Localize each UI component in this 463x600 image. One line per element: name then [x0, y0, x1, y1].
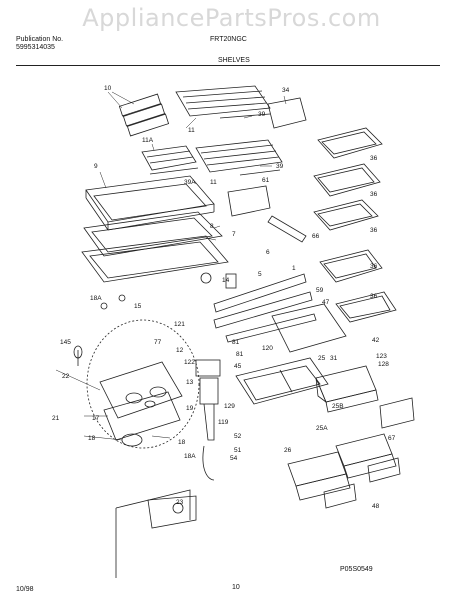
callout-label: 52 — [234, 433, 242, 440]
callout-label: 9 — [94, 163, 98, 170]
callout-label: 36 — [370, 155, 378, 162]
callout-label: 45 — [234, 363, 242, 370]
callout-label: 25A — [316, 425, 328, 432]
callout-label: 18 — [88, 435, 96, 442]
callout-label: 119 — [218, 419, 229, 426]
model-number: FRT20NGC — [210, 36, 247, 43]
callout-label: 59 — [316, 287, 324, 294]
callout-label: 61 — [262, 177, 270, 184]
callout-label: 11 — [210, 179, 217, 186]
glass-shelves-36 — [313, 127, 397, 323]
crisper-drawer-31 — [315, 365, 379, 413]
callout-label: 81 — [236, 351, 244, 358]
drawer-front-67 — [379, 397, 415, 429]
callout-label: 36 — [370, 227, 378, 234]
shelf-rail-bundle — [118, 93, 170, 137]
header-rule — [16, 65, 440, 66]
callout-label: 17 — [92, 415, 100, 422]
callout-label: 8 — [210, 223, 214, 230]
crisper-drawer-26 — [287, 433, 397, 501]
publication-number: 5995314035 — [16, 44, 55, 51]
callout-label: 120 — [262, 345, 273, 352]
crisper-rails — [213, 273, 317, 343]
callout-label: 25B — [332, 403, 344, 410]
callout-label: 122 — [184, 359, 195, 366]
figure-code: P05S0549 — [340, 566, 373, 573]
callout-label: 81 — [232, 339, 240, 346]
watermark: AppliancePartsPros.com — [82, 4, 381, 32]
callout-label: 39A — [184, 179, 196, 186]
crisper-frame — [235, 357, 329, 405]
callout-label: 1 — [292, 265, 296, 272]
footer-page: 10 — [232, 584, 240, 591]
control-part-15 — [118, 294, 126, 302]
publication-label: Publication No. — [16, 36, 64, 43]
callout-label: 11 — [188, 127, 195, 134]
callout-label: 123 — [376, 353, 387, 360]
door-bin-34 — [267, 97, 307, 129]
callout-label: 34 — [282, 87, 290, 94]
callout-label: 51 — [234, 447, 242, 454]
callout-label: 23 — [176, 499, 184, 506]
callout-label: 26 — [284, 447, 292, 454]
callout-label: 66 — [312, 233, 320, 240]
callout-label: 11A — [142, 137, 154, 144]
callout-label: 10 — [104, 85, 112, 92]
callout-label: 15 — [134, 303, 142, 310]
callout-label: 128 — [378, 361, 389, 368]
wire-shelf-11a — [141, 145, 199, 175]
callout-label: 22 — [62, 373, 70, 380]
callout-label: 77 — [154, 339, 162, 346]
wire-shelf-lower — [195, 139, 283, 176]
callout-label: 39 — [258, 111, 266, 118]
callout-label: 19 — [186, 405, 194, 412]
callout-label: 31 — [330, 355, 338, 362]
callout-label: 54 — [230, 455, 238, 462]
footer-date: 10/98 — [16, 586, 34, 593]
callout-label: 48 — [372, 503, 380, 510]
callout-label: 42 — [372, 337, 380, 344]
wire-shelf-upper — [175, 85, 271, 119]
callout-label: 129 — [224, 403, 235, 410]
control-part-18a — [100, 302, 108, 310]
callout-label: 145 — [60, 339, 71, 346]
callout-label: 121 — [174, 321, 185, 328]
callout-label: 36 — [370, 191, 378, 198]
callout-label: 12 — [176, 347, 184, 354]
section-title: SHELVES — [218, 57, 250, 64]
control-knob-14 — [200, 272, 212, 284]
callout-label: 25 — [318, 355, 326, 362]
shelf-bracket-61 — [227, 185, 271, 217]
control-assembly — [73, 319, 200, 449]
base-hinge-23 — [115, 489, 197, 578]
freezer-shelf-7 — [81, 235, 229, 283]
callout-label: 67 — [388, 435, 396, 442]
drawer-front-48b — [367, 457, 401, 483]
callout-label: 21 — [52, 415, 60, 422]
freezer-shelf-8 — [83, 211, 223, 257]
callout-label: 7 — [232, 231, 236, 238]
freezer-shelf-9 — [85, 175, 215, 231]
callout-label: 39 — [276, 163, 284, 170]
callout-label: 18 — [178, 439, 186, 446]
callout-label: 13 — [186, 379, 194, 386]
callout-label: 6 — [266, 249, 270, 256]
air-duct — [195, 359, 221, 481]
callout-label: 18A — [184, 453, 196, 460]
shelf-rail-66 — [267, 215, 307, 243]
crisper-glass-47 — [271, 303, 347, 353]
callout-label: 14 — [222, 277, 230, 284]
callout-label: 5 — [258, 271, 262, 278]
callout-label: 36 — [370, 293, 378, 300]
callout-label: 36 — [370, 263, 378, 270]
callout-label: 18A — [90, 295, 102, 302]
callout-label: 47 — [322, 299, 330, 306]
leader-lines — [55, 91, 287, 441]
drawer-front-48 — [323, 483, 357, 509]
